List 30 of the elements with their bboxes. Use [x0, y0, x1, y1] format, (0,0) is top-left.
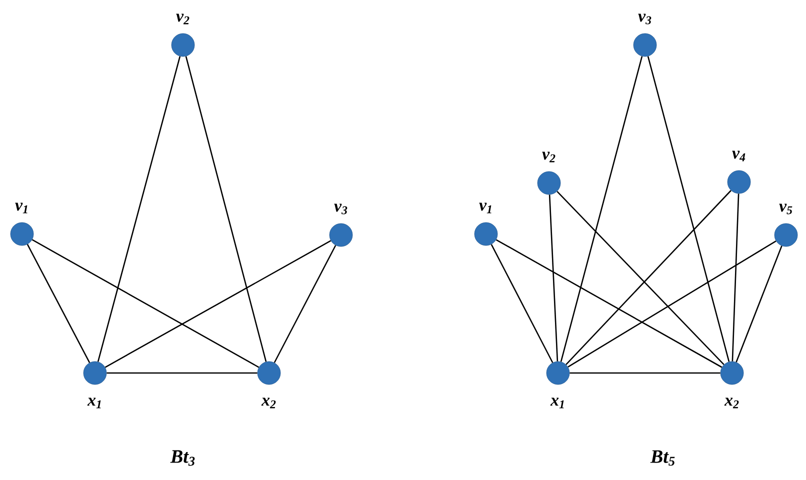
edge-line — [570, 372, 720, 374]
vertex-label: v$_{4}$ — [732, 150, 746, 162]
vertex-label: v$_{1}$ — [479, 202, 492, 214]
vertex-label: v$_{1}$ — [15, 202, 28, 214]
graph-title: Bt$_{3}$ — [170, 450, 195, 466]
edge-line — [560, 56, 643, 362]
graph-title: Bt$_{5}$ — [650, 450, 675, 466]
edge-line — [548, 194, 558, 362]
vertex-label: v$_{3}$ — [638, 14, 652, 24]
edge-line — [32, 239, 260, 368]
vertex-label: x$_{2}$ — [724, 398, 739, 408]
edge-line — [97, 56, 181, 362]
vertex-label: v$_{5}$ — [779, 204, 792, 214]
vertex-label: v$_{2}$ — [542, 152, 556, 162]
edge-line — [568, 240, 776, 368]
edge-line — [647, 56, 730, 362]
edge-line — [490, 244, 554, 363]
vertex-label: x$_{2}$ — [261, 398, 276, 408]
vertex-label: v$_{2}$ — [176, 14, 190, 24]
vertex-label: v$_{3}$ — [334, 204, 348, 214]
vertex-label: x$_{1}$ — [87, 398, 101, 408]
edge-line — [106, 372, 258, 374]
edge-line — [26, 244, 90, 363]
edge-line — [736, 246, 782, 362]
edge-line — [274, 245, 336, 363]
edge-line — [185, 56, 267, 362]
edge-line — [732, 194, 740, 362]
vertex-label: x$_{1}$ — [550, 398, 564, 408]
edge-line — [496, 239, 722, 368]
edge-line — [104, 240, 332, 368]
